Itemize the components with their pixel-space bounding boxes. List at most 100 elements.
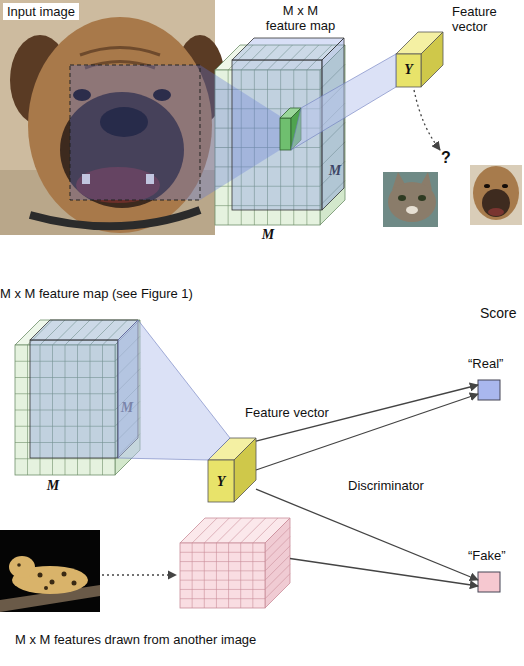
leopard-photo [0, 530, 100, 612]
grid-line [78, 320, 103, 345]
grid-line [241, 45, 266, 70]
discriminator-label: Discriminator [348, 478, 448, 493]
grid-line [294, 45, 319, 70]
leopard-spot [38, 573, 43, 578]
grid-line [216, 518, 241, 543]
dog-eye [153, 89, 171, 101]
cube-side [265, 518, 290, 608]
dog-eye [73, 89, 91, 101]
feature-column [280, 108, 301, 150]
grid-line [180, 580, 265, 581]
cube-side [115, 320, 140, 475]
grid-line [293, 70, 294, 225]
grid-line [115, 434, 140, 459]
dog-head [28, 17, 212, 233]
dotted-arrow [102, 574, 176, 575]
feature-vector: Feature vectorY [208, 438, 256, 502]
grid-line [265, 527, 290, 552]
node-label: M x M features drawn from another image [15, 632, 315, 647]
cube-side [320, 45, 345, 225]
dimension-symbol: M [327, 163, 343, 178]
dog-nose [100, 107, 148, 137]
receptive-field-box [70, 65, 200, 200]
node-shape [15, 320, 140, 475]
grid-line [320, 84, 345, 109]
grid-line [192, 518, 217, 543]
dog-mouth [488, 208, 504, 216]
arrow-connector [290, 559, 478, 587]
cube-front [396, 54, 421, 87]
grid-line [228, 543, 229, 608]
dog-head [473, 166, 519, 220]
cube-front [15, 345, 115, 475]
grid-line [215, 166, 320, 167]
input-image: Input image [0, 0, 215, 235]
grid-line [180, 589, 265, 590]
grid-line [307, 45, 332, 70]
other-feature-cube: M x M features drawn from another image [180, 518, 290, 608]
grid-line [180, 552, 265, 553]
score-box: “Real” [478, 380, 500, 400]
dog-muzzle [482, 189, 510, 217]
cube-front [215, 70, 320, 225]
region-side [118, 320, 138, 458]
grid-line [320, 123, 345, 148]
grid-line [103, 320, 128, 345]
dimension-symbol: M [260, 227, 276, 242]
projection-wedge [118, 320, 230, 460]
grid-line [215, 147, 320, 148]
node-label: Input image [3, 3, 79, 20]
region-top [232, 38, 344, 60]
grid-line [253, 518, 278, 543]
region-box [30, 320, 138, 458]
cat-head [388, 182, 436, 222]
photo-background [470, 165, 522, 225]
dog-mouth [76, 167, 160, 203]
node-label: M x M feature map (see Figure 1) [0, 286, 240, 301]
node-shape [208, 438, 256, 502]
grid-line [115, 418, 140, 443]
grid-line [65, 320, 90, 345]
image-frame [0, 0, 215, 235]
feature-map-cube: M x M feature mapMM [215, 45, 345, 225]
leopard-spot [62, 572, 67, 577]
region-front [232, 60, 322, 210]
grid-line [265, 564, 290, 589]
photo-background [0, 530, 100, 612]
node-shape [215, 45, 345, 225]
leopard-spot [50, 580, 55, 585]
cat-eye [418, 195, 426, 201]
cat-muzzle [406, 206, 418, 214]
leopard-eye [17, 563, 21, 567]
small-dog-photo [470, 165, 522, 225]
grid-line [180, 598, 265, 599]
grid-line [204, 518, 229, 543]
node-label: Feature vector [452, 4, 524, 34]
projection-wedge [291, 54, 396, 150]
grid-line [229, 518, 254, 543]
dog-photo [0, 0, 225, 235]
feature-map-cube: M x M feature map (see Figure 1)MM [15, 320, 140, 475]
dog-tooth [146, 174, 154, 184]
grid-line [77, 345, 78, 475]
leopard-spot [72, 581, 77, 586]
column-side [291, 108, 301, 150]
arrow-connector [256, 385, 478, 441]
grid-line [15, 442, 115, 443]
arrow-connector [256, 394, 478, 470]
grid-line [40, 320, 65, 345]
cube-side [234, 438, 256, 502]
grid-line [268, 45, 293, 70]
cat-photo [383, 172, 438, 227]
grid-line [15, 426, 115, 427]
grid-line [228, 45, 253, 70]
region-box [232, 38, 344, 210]
grid-line [204, 543, 205, 608]
grid-line [265, 537, 290, 562]
grid-line [180, 561, 265, 562]
node-label: Feature vector [245, 405, 355, 420]
cube-front [180, 543, 265, 608]
